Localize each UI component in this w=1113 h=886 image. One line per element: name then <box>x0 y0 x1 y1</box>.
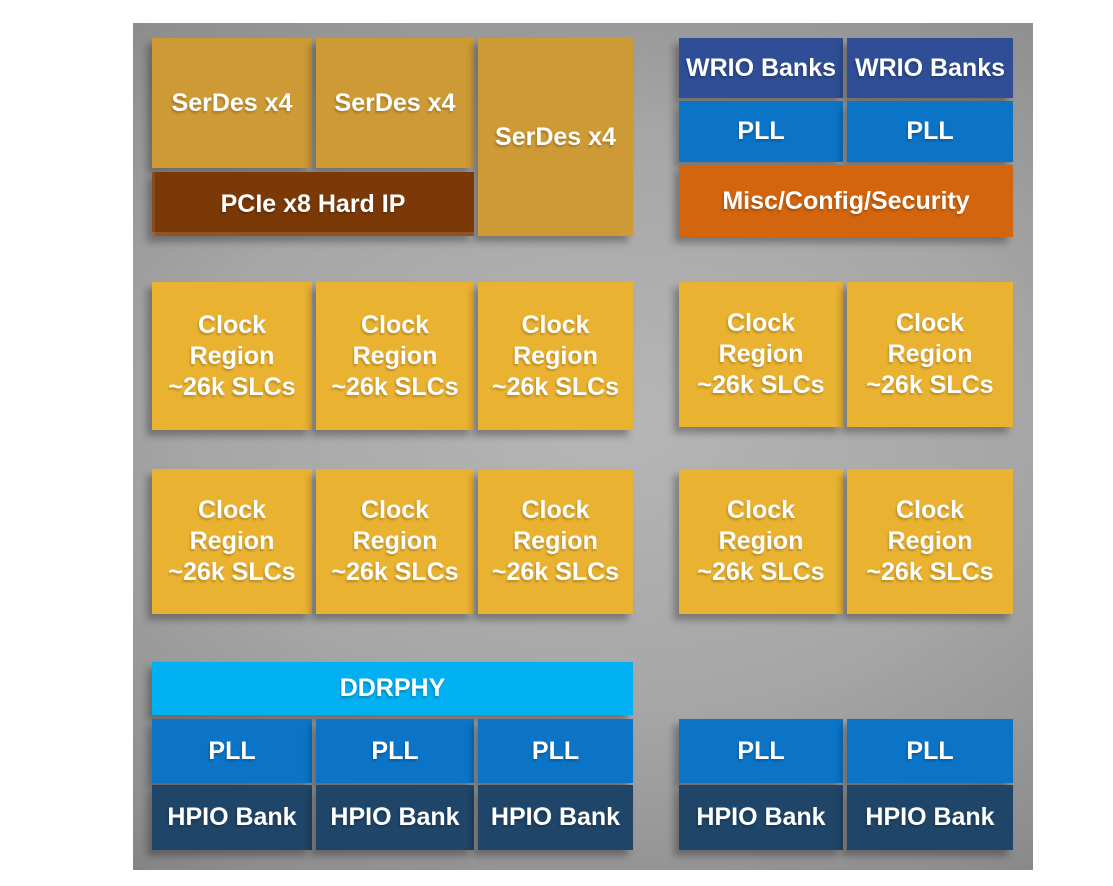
serdes-block-3: SerDes x4 <box>478 38 633 236</box>
hpio-label: HPIO Bank <box>696 803 826 832</box>
wrio-label: WRIO Banks <box>685 53 837 82</box>
pll-label: PLL <box>208 736 256 765</box>
serdes-label: SerDes x4 <box>334 88 456 117</box>
pll-label: PLL <box>906 736 954 765</box>
chip-floorplan-panel: SerDes x4 SerDes x4 SerDes x4 PCIe x8 Ha… <box>133 23 1033 870</box>
pcie-hard-ip-block: PCIe x8 Hard IP <box>152 172 474 236</box>
pll-block-bottom-left-3: PLL <box>478 719 633 783</box>
pll-block-bottom-left-2: PLL <box>316 719 474 783</box>
misc-label: Misc/Config/Security <box>722 186 970 215</box>
pll-label: PLL <box>737 117 785 146</box>
hpio-label: HPIO Bank <box>330 803 460 832</box>
serdes-block-1: SerDes x4 <box>152 38 312 168</box>
wrio-banks-block-2: WRIO Banks <box>847 38 1013 98</box>
serdes-label: SerDes x4 <box>171 88 293 117</box>
pll-block-bottom-right-1: PLL <box>679 719 843 783</box>
misc-config-security-block: Misc/Config/Security <box>679 165 1013 237</box>
ddrphy-label: DDRPHY <box>339 674 446 703</box>
pll-block-bottom-right-2: PLL <box>847 719 1013 783</box>
pll-label: PLL <box>531 736 580 765</box>
wrio-label: WRIO Banks <box>854 53 1006 82</box>
hpio-bank-block-r2: HPIO Bank <box>847 785 1013 850</box>
wrio-banks-block-1: WRIO Banks <box>679 38 843 98</box>
pll-block-top-right-1: PLL <box>679 101 843 162</box>
serdes-block-2: SerDes x4 <box>316 38 474 168</box>
hpio-bank-block-l1: HPIO Bank <box>152 785 312 850</box>
hpio-label: HPIO Bank <box>490 803 621 832</box>
pll-label: PLL <box>906 117 954 146</box>
ddrphy-block: DDRPHY <box>152 662 633 715</box>
pll-label: PLL <box>371 736 419 765</box>
pll-block-bottom-left-1: PLL <box>152 719 312 783</box>
hpio-bank-block-l3: HPIO Bank <box>478 785 633 850</box>
pll-block-top-right-2: PLL <box>847 101 1013 162</box>
pll-label: PLL <box>737 736 785 765</box>
hpio-label: HPIO Bank <box>865 803 995 832</box>
serdes-label: SerDes x4 <box>495 122 616 151</box>
hpio-bank-block-r1: HPIO Bank <box>679 785 843 850</box>
hpio-label: HPIO Bank <box>167 803 297 832</box>
pcie-label: PCIe x8 Hard IP <box>220 189 406 218</box>
hpio-bank-block-l2: HPIO Bank <box>316 785 474 850</box>
